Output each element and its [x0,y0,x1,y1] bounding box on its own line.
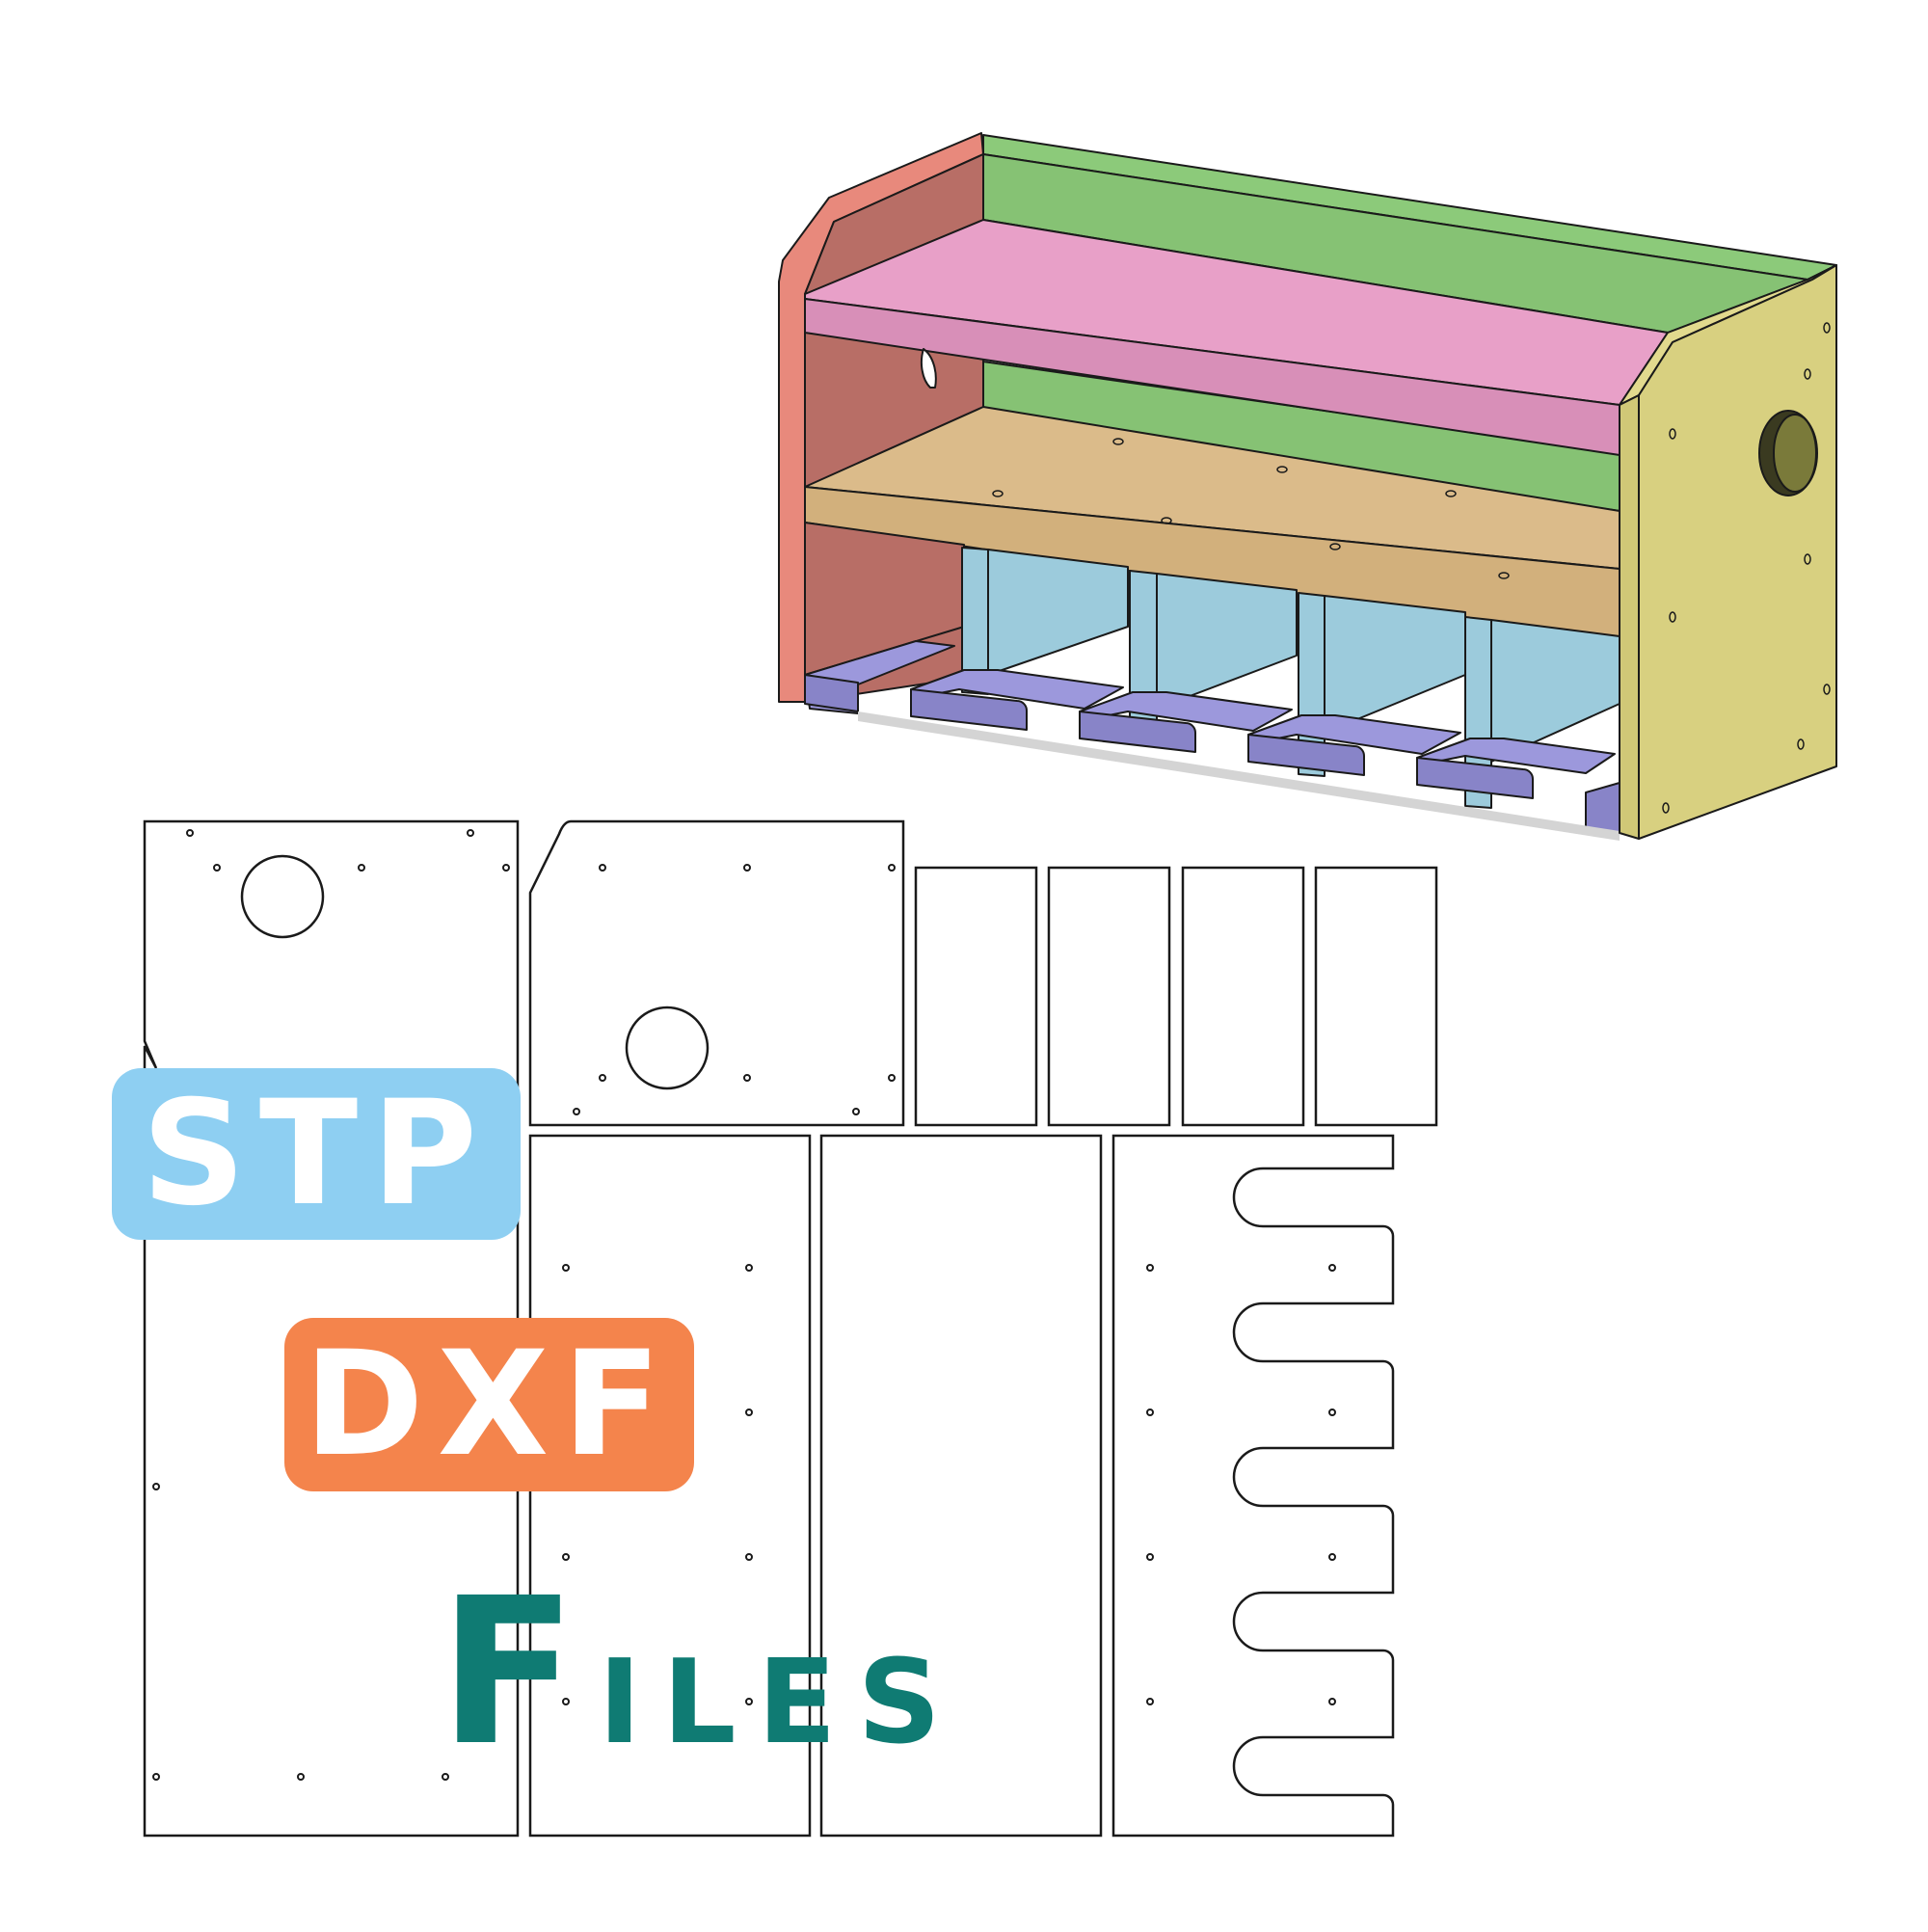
feet [804,640,1620,834]
cut-piece-divider-3 [1181,866,1305,1127]
dxf-badge: DXF [284,1318,694,1491]
files-label-rest: ILES [598,1636,962,1770]
dxf-label: DXF [304,1321,675,1489]
right-side-hole-inner [1773,414,1817,493]
piece-comb-base-holes [1146,1264,1336,1705]
cut-piece-comb-base [1111,1134,1395,1838]
cut-piece-left-side [528,819,905,1127]
files-label: FILES [439,1571,962,1774]
stp-label: STP [141,1070,492,1238]
cut-piece-divider-4 [1314,866,1438,1127]
cut-piece-top-shelf [819,1134,1103,1838]
shelf-3d-model-icon [778,132,1837,841]
left-side-hole [920,348,937,389]
files-label-first: F [439,1554,599,1790]
right-side-front-edge [1619,394,1640,840]
stp-badge: STP [112,1068,521,1240]
cut-piece-divider-2 [1047,866,1171,1127]
piece-right-side-holes [152,829,510,1781]
right-side-holes [1662,322,1831,814]
cut-piece-divider-1 [914,866,1038,1127]
bottom-shelf-holes [992,438,1510,579]
right-side-panel [1638,264,1837,840]
piece-left-side-holes [573,864,896,1115]
floor-shadow [858,711,1620,841]
piece-bottom-shelf-holes [562,1264,753,1705]
